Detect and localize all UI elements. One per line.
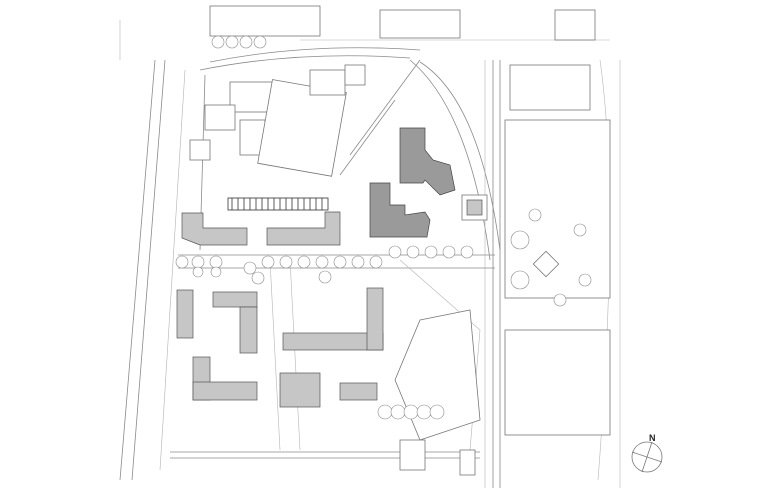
building-west — [181, 212, 248, 246]
park-pavilion — [532, 250, 560, 278]
north-arrow: N — [631, 433, 663, 473]
building-sw-5 — [192, 381, 258, 401]
building-mid-south — [279, 372, 321, 408]
parking — [227, 197, 329, 211]
building-sw-1 — [176, 289, 194, 339]
building-complex-north — [399, 127, 456, 196]
building-mid-southeast — [339, 382, 378, 401]
building-sw-2 — [212, 291, 258, 308]
building-complex-south — [369, 182, 431, 238]
north-label: N — [649, 433, 656, 443]
building-sw-3 — [239, 306, 258, 354]
trees — [175, 35, 592, 420]
building-central-north — [266, 211, 341, 246]
context-buildings — [189, 5, 611, 476]
building-mid-tower — [366, 287, 384, 351]
buildings — [176, 127, 488, 408]
